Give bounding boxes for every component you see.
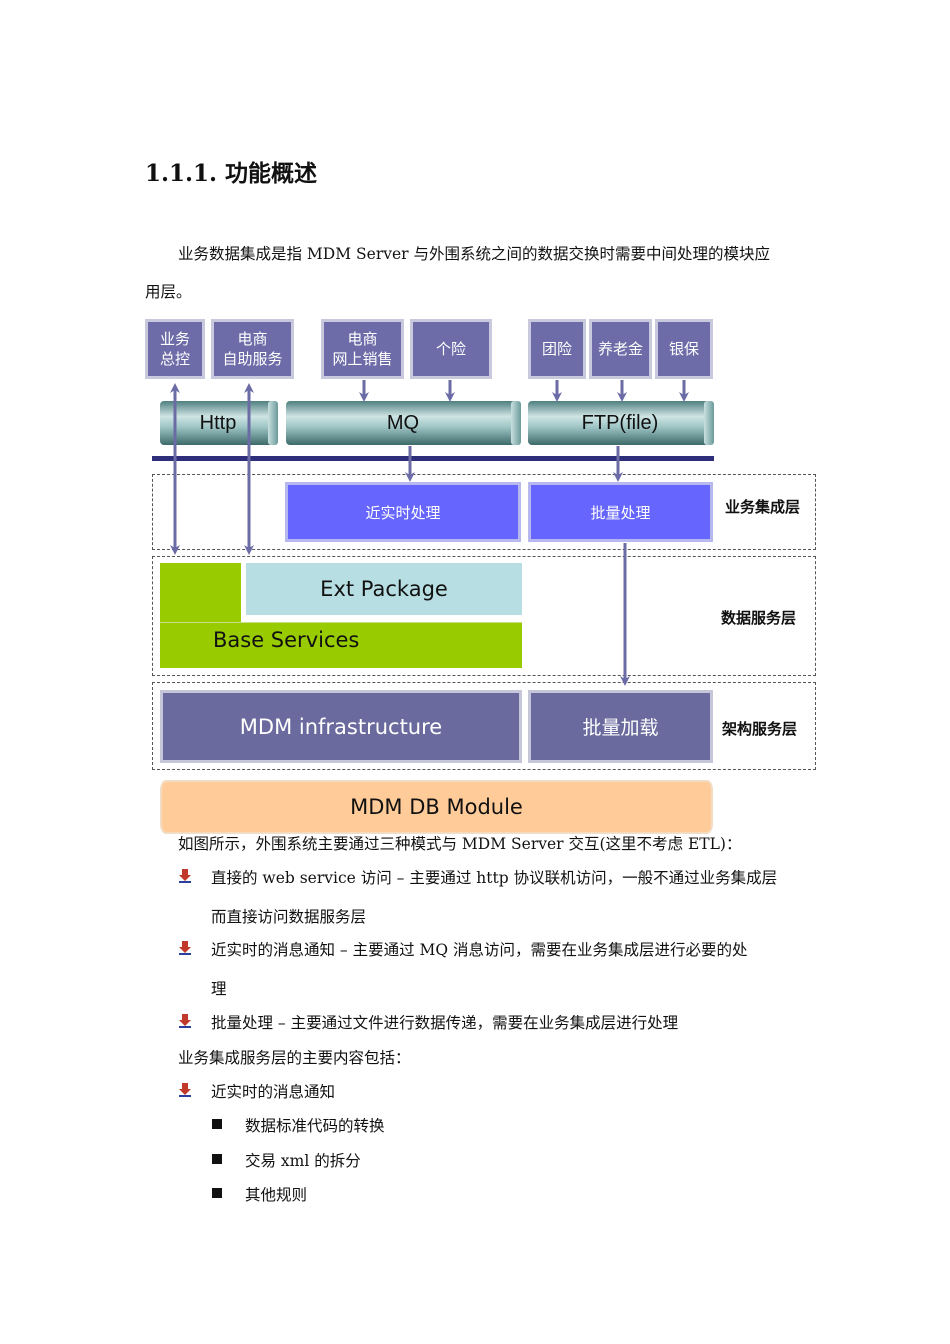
content-item: 近实时的消息通知 — [211, 1083, 336, 1101]
mode-1-line-1: 直接的 web service 访问 – 主要通过 http 协议联机访问，一般… — [211, 869, 778, 887]
channel-ftp: FTP(file) — [528, 401, 712, 445]
system-ecom-self-service: 电商自助服务 — [211, 319, 294, 379]
mode-3-line-1: 批量处理 – 主要通过文件进行数据传递，需要在业务集成层进行处理 — [211, 1014, 679, 1032]
system-individual-insurance: 个险 — [410, 319, 492, 379]
batch-load: 批量加载 — [528, 690, 713, 763]
mdm-db-module: MDM DB Module — [160, 780, 713, 834]
content-intro: 业务集成服务层的主要内容包括： — [178, 1049, 411, 1067]
square-bullet-icon — [212, 1119, 222, 1129]
near-realtime-processing: 近实时处理 — [285, 482, 521, 542]
system-pension: 养老金 — [589, 319, 652, 379]
channel-http-label: Http — [199, 411, 237, 434]
square-bullet-icon — [212, 1188, 222, 1198]
sub-item-1: 数据标准代码的转换 — [245, 1117, 385, 1135]
pipe-end-cap — [511, 401, 521, 445]
mode-1-line-2: 而直接访问数据服务层 — [211, 908, 367, 926]
architecture-diagram: 业务总控 电商自助服务 电商网上销售 个险 团险 养老金 银保 Http MQ … — [145, 319, 816, 834]
intro-line-1: 业务数据集成是指 MDM Server 与外围系统之间的数据交换时需要中间处理的… — [178, 245, 770, 263]
mode-2-line-1: 近实时的消息通知 – 主要通过 MQ 消息访问，需要在业务集成层进行必要的处 — [211, 941, 748, 959]
mdm-infrastructure: MDM infrastructure — [160, 690, 522, 763]
channel-ftp-label: FTP(file) — [581, 411, 659, 434]
channel-mq-label: MQ — [386, 411, 420, 434]
arrow-bullet-icon — [179, 869, 191, 883]
arrow-bullet-icon — [179, 1014, 191, 1028]
framework-layer-frame — [152, 682, 816, 770]
flow-arrows — [170, 380, 689, 686]
channel-mq: MQ — [286, 401, 520, 445]
after-diagram-text: 如图所示，外围系统主要通过三种模式与 MDM Server 交互(这里不考虑 E… — [178, 835, 742, 853]
system-ecom-online-line1: 电商 — [347, 330, 378, 348]
system-ecom-self-line2: 自助服务 — [222, 350, 283, 368]
system-biz-control: 业务总控 — [145, 319, 205, 379]
base-services-bar — [160, 622, 522, 668]
integration-layer-frame — [152, 474, 816, 550]
arrow-bullet-icon — [179, 1083, 191, 1097]
data-service-layer-frame — [152, 556, 816, 676]
mode-2-line-2: 理 — [211, 980, 227, 998]
sub-item-3: 其他规则 — [245, 1186, 308, 1204]
pipe-end-cap — [268, 401, 278, 445]
integration-layer-label: 业务集成层 — [725, 498, 801, 516]
base-services-label: Base Services — [213, 628, 360, 652]
section-heading: 1.1.1. 功能概述 — [145, 160, 318, 187]
square-bullet-icon — [212, 1154, 222, 1164]
bus-line — [152, 456, 714, 461]
system-ecom-online-sales: 电商网上销售 — [321, 319, 404, 379]
system-ecom-online-line2: 网上销售 — [332, 350, 393, 368]
system-ecom-self-line1: 电商 — [237, 330, 268, 348]
system-biz-control-line2: 总控 — [159, 350, 190, 368]
intro-line-2: 用层。 — [145, 283, 192, 301]
data-service-layer-label: 数据服务层 — [721, 609, 797, 627]
batch-processing: 批量处理 — [528, 482, 713, 542]
system-biz-control-line1: 业务 — [159, 330, 190, 348]
channel-http: Http — [160, 401, 276, 445]
framework-layer-label: 架构服务层 — [722, 720, 798, 738]
pipe-end-cap — [704, 401, 714, 445]
system-bancassurance: 银保 — [655, 319, 713, 379]
ext-package: Ext Package — [246, 563, 522, 615]
arrow-bullet-icon — [179, 941, 191, 955]
system-group-insurance: 团险 — [528, 319, 586, 379]
sub-item-2: 交易 xml 的拆分 — [245, 1152, 361, 1170]
